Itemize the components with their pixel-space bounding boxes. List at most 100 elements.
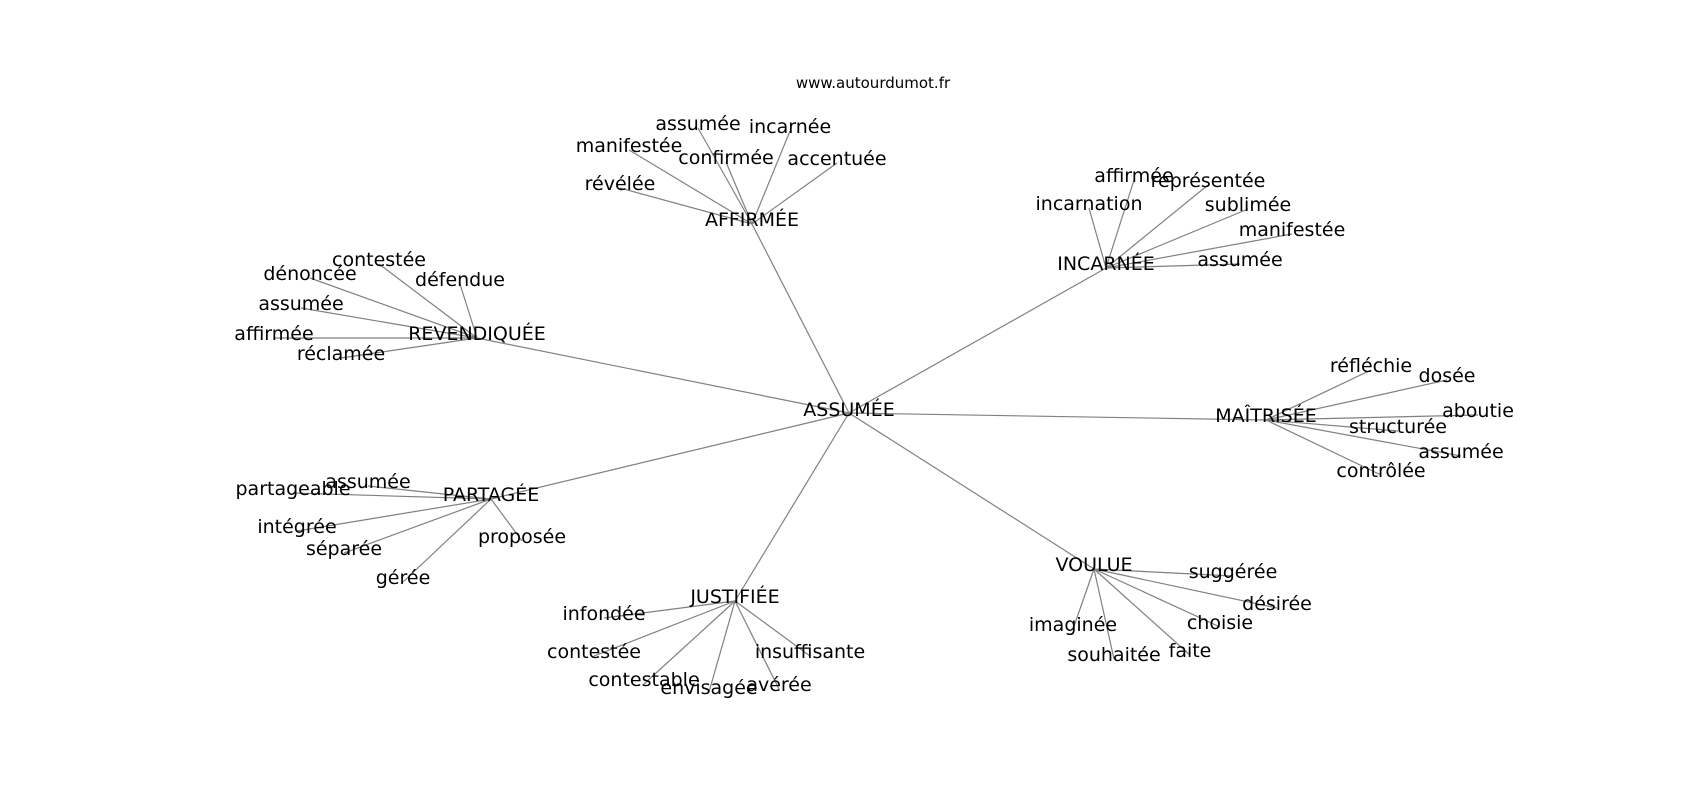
- edge-branch-leaf: [340, 337, 478, 359]
- leaf-word[interactable]: imaginée: [1029, 614, 1117, 636]
- edge-branch-leaf: [1093, 568, 1278, 609]
- graph-edges: [274, 127, 1479, 693]
- edge-branch-leaf: [292, 492, 492, 500]
- leaf-word[interactable]: accentuée: [787, 148, 886, 170]
- edge-branch-leaf: [725, 161, 753, 225]
- leaf-word[interactable]: manifestée: [1239, 219, 1346, 241]
- edge-branch-leaf: [593, 600, 736, 657]
- edge-branch-leaf: [1105, 179, 1135, 269]
- branch-word[interactable]: INCARNÉE: [1057, 252, 1155, 275]
- edge-branch-leaf: [751, 130, 791, 225]
- edge-branch-leaf: [1105, 263, 1241, 269]
- edge-branch-leaf: [1265, 419, 1462, 457]
- leaf-word[interactable]: défendue: [415, 269, 505, 291]
- leaf-word[interactable]: structurée: [1349, 416, 1447, 438]
- leaf-word[interactable]: choisie: [1187, 612, 1253, 634]
- leaf-word[interactable]: contestée: [332, 249, 426, 271]
- edge-branch-leaf: [734, 600, 811, 657]
- edge-center-branch: [490, 412, 850, 500]
- branch-word[interactable]: MAÎTRISÉE: [1215, 404, 1316, 427]
- leaf-word[interactable]: séparée: [306, 538, 382, 560]
- leaf-word[interactable]: envisagée: [660, 677, 757, 699]
- edge-branch-leaf: [1105, 233, 1293, 269]
- leaf-word[interactable]: réclamée: [297, 343, 385, 365]
- leaf-word[interactable]: contestée: [547, 641, 641, 663]
- edge-branch-leaf: [367, 485, 492, 500]
- leaf-word[interactable]: manifestée: [576, 135, 683, 157]
- edge-center-branch: [476, 337, 850, 414]
- leaf-word[interactable]: désirée: [1242, 593, 1312, 615]
- edge-center-branch: [734, 412, 850, 602]
- leaf-word[interactable]: affirmée: [234, 323, 313, 345]
- edge-branch-leaf: [603, 600, 736, 619]
- leaf-word[interactable]: contestable: [588, 669, 699, 691]
- site-url[interactable]: www.autourdumot.fr: [796, 74, 951, 92]
- edge-branch-leaf: [309, 277, 478, 339]
- leaf-word[interactable]: révélée: [585, 173, 656, 195]
- edge-branch-leaf: [1093, 568, 1115, 660]
- branch-word[interactable]: AFFIRMÉE: [705, 208, 799, 231]
- edge-branch-leaf: [734, 600, 780, 690]
- leaf-word[interactable]: aboutie: [1442, 400, 1514, 422]
- leaf-word[interactable]: incarnation: [1036, 193, 1143, 215]
- leaf-word[interactable]: souhaitée: [1067, 644, 1160, 666]
- branch-word[interactable]: VOULUE: [1055, 554, 1132, 576]
- edge-branch-leaf: [378, 263, 478, 339]
- leaf-word[interactable]: confirmée: [678, 147, 773, 169]
- leaf-word[interactable]: assumée: [1197, 249, 1282, 271]
- edge-branch-leaf: [1105, 208, 1249, 269]
- edge-branch-leaf: [1088, 207, 1107, 269]
- leaf-word[interactable]: proposée: [478, 526, 566, 548]
- leaf-word[interactable]: incarnée: [749, 116, 831, 138]
- graph-labels: www.autourdumot.fr ASSUMÉE assumée incarn…: [234, 74, 1514, 699]
- leaf-word[interactable]: affirmée: [1094, 165, 1173, 187]
- edge-branch-leaf: [1265, 369, 1372, 421]
- leaf-word[interactable]: réfléchie: [1330, 355, 1412, 377]
- edge-branch-leaf: [1093, 568, 1191, 656]
- edge-branch-leaf: [1265, 419, 1382, 476]
- branch-word[interactable]: PARTAGÉE: [443, 483, 540, 506]
- leaf-word[interactable]: suggérée: [1189, 561, 1278, 583]
- leaf-word[interactable]: contrôlée: [1336, 460, 1425, 482]
- leaf-word[interactable]: faite: [1169, 640, 1212, 662]
- leaf-word[interactable]: dosée: [1419, 365, 1476, 387]
- edge-branch-leaf: [459, 283, 478, 339]
- edge-center-branch: [848, 412, 1267, 421]
- edge-branch-leaf: [1265, 419, 1399, 432]
- leaf-word[interactable]: assumée: [655, 113, 740, 135]
- leaf-word[interactable]: assumée: [1418, 441, 1503, 463]
- leaf-word[interactable]: sublimée: [1205, 194, 1291, 216]
- leaf-word[interactable]: assumée: [258, 293, 343, 315]
- edge-branch-leaf: [1072, 568, 1095, 630]
- leaf-word[interactable]: partageable: [235, 478, 350, 500]
- edge-center-branch: [751, 223, 850, 414]
- leaf-word[interactable]: infondée: [562, 603, 645, 625]
- edge-branch-leaf: [402, 498, 492, 583]
- edge-branch-leaf: [1093, 568, 1234, 577]
- edge-branch-leaf: [619, 187, 753, 225]
- branch-word[interactable]: JUSTIFIÉE: [689, 585, 779, 608]
- edge-branch-leaf: [490, 498, 523, 542]
- edge-branch-leaf: [1265, 379, 1448, 421]
- leaf-word[interactable]: représentée: [1151, 170, 1266, 192]
- leaf-word[interactable]: assumée: [325, 471, 410, 493]
- edge-branch-leaf: [751, 162, 838, 225]
- edge-branch-leaf: [628, 149, 753, 225]
- edge-center-branch: [848, 412, 1095, 570]
- edge-branch-leaf: [300, 307, 478, 339]
- edge-branch-leaf: [697, 127, 753, 225]
- leaf-word[interactable]: avérée: [746, 674, 811, 696]
- edge-branch-leaf: [1105, 184, 1209, 269]
- leaf-word[interactable]: intégrée: [257, 516, 336, 538]
- branch-word[interactable]: REVENDIQUÉE: [408, 322, 546, 345]
- center-word[interactable]: ASSUMÉE: [803, 398, 894, 421]
- edge-branch-leaf: [343, 498, 492, 554]
- leaf-word[interactable]: insuffisante: [755, 641, 865, 663]
- leaf-word[interactable]: gérée: [376, 567, 431, 589]
- edge-branch-leaf: [1265, 414, 1479, 421]
- edge-branch-leaf: [643, 600, 736, 685]
- edge-branch-leaf: [708, 600, 736, 693]
- edge-center-branch: [848, 267, 1107, 414]
- leaf-word[interactable]: dénoncée: [263, 263, 356, 285]
